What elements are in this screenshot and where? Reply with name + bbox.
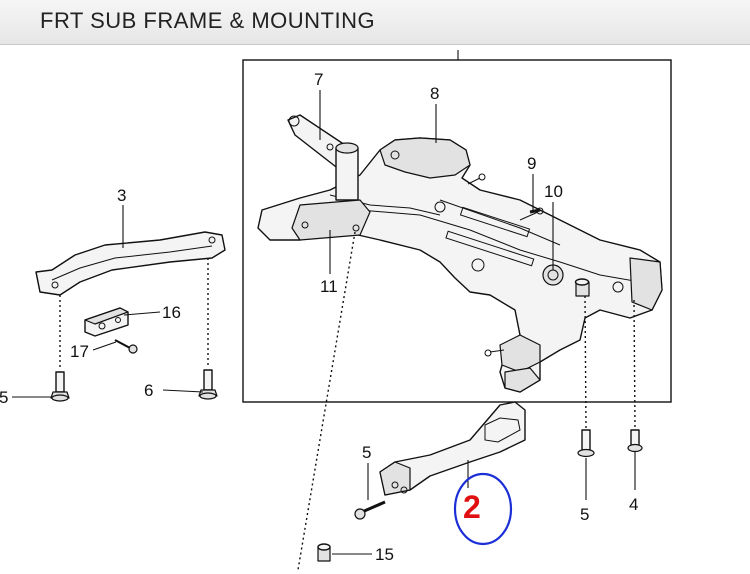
bolt-4-part[interactable]: [627, 429, 643, 453]
callout-16: 16: [162, 303, 181, 322]
alignment-line: [584, 295, 587, 429]
block-16-part[interactable]: [84, 307, 129, 337]
title-bar: FRT SUB FRAME & MOUNTING: [0, 0, 750, 45]
bolt-5-mid-part[interactable]: [354, 500, 386, 520]
assembly-frame-box: [242, 59, 672, 403]
callout-3: 3: [117, 186, 126, 205]
bolt-6-part[interactable]: [198, 369, 218, 400]
bracket-arm-part[interactable]: [287, 114, 371, 241]
callout-8: 8: [430, 84, 439, 103]
callout-9: 9: [527, 154, 536, 173]
alignment-line: [633, 299, 636, 429]
callout-17: 17: [70, 342, 89, 361]
bolt-5-right-part[interactable]: [577, 429, 595, 458]
callout-5-left: 5: [0, 388, 8, 407]
page-title: FRT SUB FRAME & MOUNTING: [40, 8, 376, 33]
callout-6: 6: [144, 381, 153, 400]
callout-15: 15: [375, 545, 394, 564]
highlight-callout-2: 2: [463, 489, 481, 525]
nut-15-part[interactable]: [317, 543, 331, 562]
bushing-10-part[interactable]: [574, 278, 590, 297]
highlight-circle: [453, 472, 513, 546]
member-3-part[interactable]: [35, 231, 226, 296]
callout-10: 10: [544, 182, 563, 201]
callout-5-mid: 5: [362, 443, 371, 462]
bolt-9-part[interactable]: [529, 208, 541, 214]
callout-5-right: 5: [580, 505, 589, 524]
alignment-line: [297, 231, 356, 571]
bolt-5-left-part[interactable]: [50, 371, 70, 402]
screw-17-part[interactable]: [114, 339, 138, 354]
sub-frame-part[interactable]: [257, 137, 663, 393]
callout-4: 4: [629, 495, 638, 514]
callout-7: 7: [314, 70, 323, 89]
member-2-part[interactable]: [379, 401, 526, 496]
callout-11: 11: [320, 277, 338, 296]
